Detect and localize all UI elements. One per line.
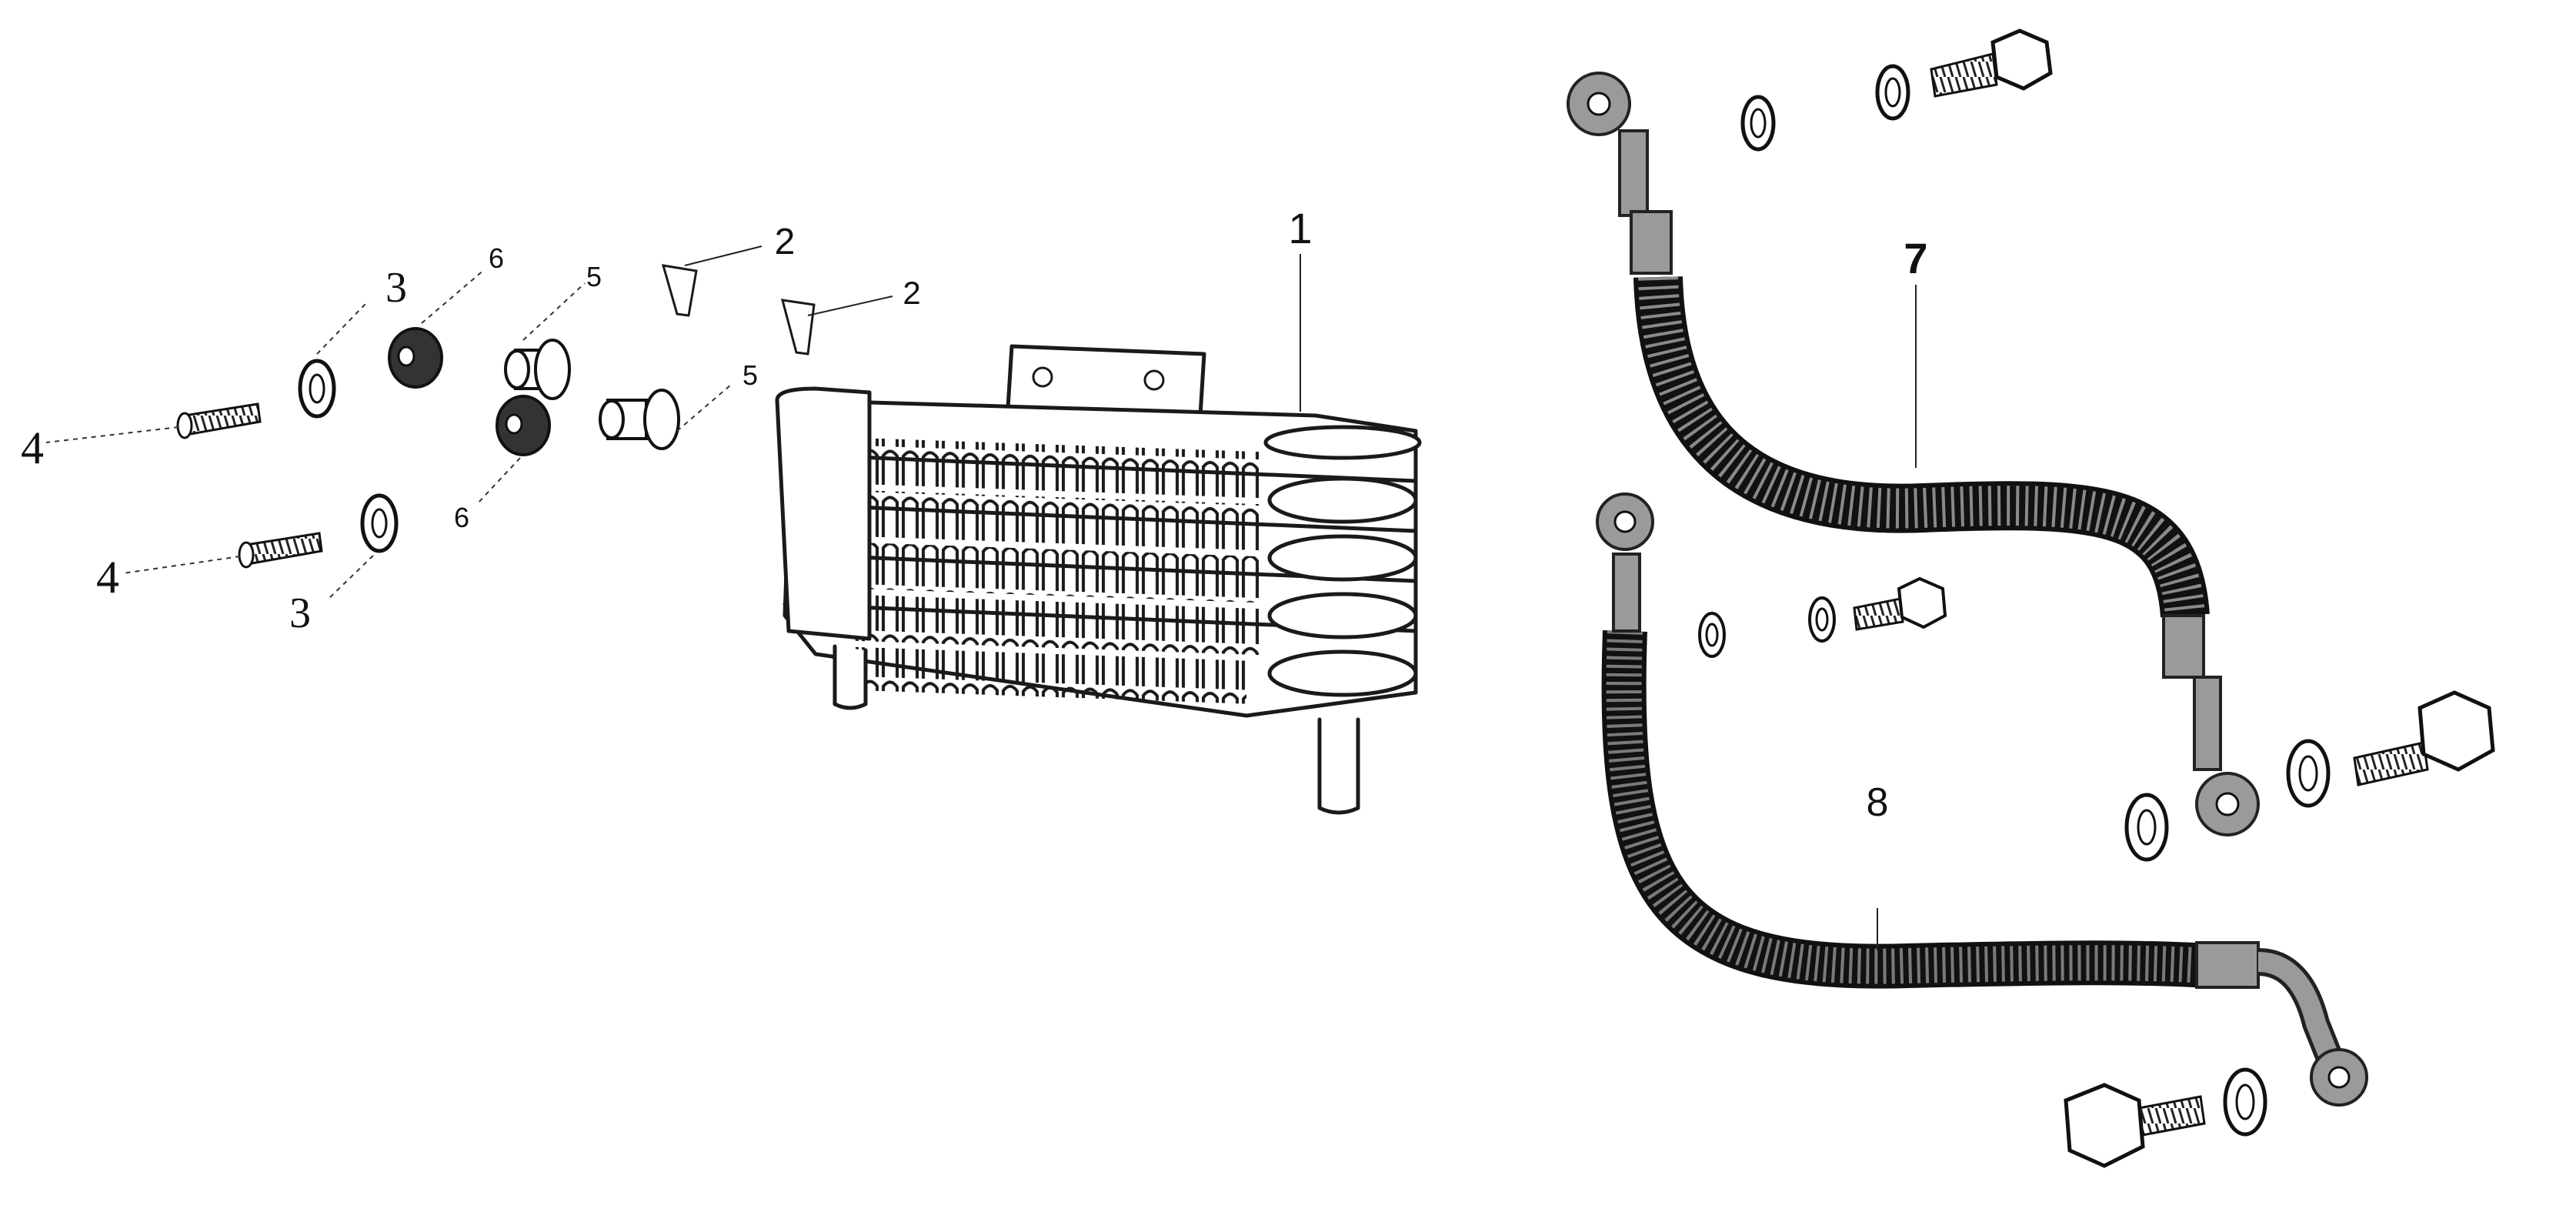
leader-line-2-lower bbox=[807, 295, 893, 316]
callout-3-lower: 3 bbox=[289, 589, 311, 637]
callout-1: 1 bbox=[1288, 204, 1312, 252]
leader-line-6-lower bbox=[476, 457, 521, 505]
washer-middle-1 bbox=[1698, 612, 1726, 658]
banjo-bolt-right bbox=[2353, 690, 2495, 786]
callout-5-upper: 5 bbox=[586, 261, 602, 292]
banjo-bolt-top bbox=[1930, 28, 2053, 98]
bushing-upper bbox=[504, 339, 571, 400]
leader-line-2-upper bbox=[684, 245, 762, 266]
washer-bottom bbox=[2223, 1067, 2267, 1137]
washer-right-2 bbox=[2286, 739, 2331, 808]
leader-line-3-upper bbox=[316, 303, 366, 355]
oil-hose-upper bbox=[1567, 72, 2260, 836]
leader-line-4-upper bbox=[45, 426, 179, 443]
bushing-lower bbox=[599, 389, 680, 450]
callout-6-upper: 6 bbox=[489, 242, 504, 274]
screw-lower bbox=[780, 299, 816, 356]
callout-2-lower: 2 bbox=[903, 275, 920, 311]
leader-line-3-lower bbox=[326, 555, 374, 601]
bolt-lower bbox=[238, 532, 323, 569]
callout-5-lower: 5 bbox=[742, 359, 758, 391]
callout-3-upper: 3 bbox=[385, 264, 407, 312]
washer-middle-2 bbox=[1808, 596, 1836, 643]
washer-right-1 bbox=[2124, 793, 2169, 862]
grommet-lower bbox=[496, 395, 551, 456]
callout-8: 8 bbox=[1867, 780, 1889, 825]
screw-upper bbox=[661, 264, 698, 317]
callout-6-lower: 6 bbox=[454, 502, 469, 533]
oil-hose-lower bbox=[1596, 492, 2368, 1107]
callout-4-lower: 4 bbox=[96, 552, 119, 603]
leader-line-5-upper bbox=[522, 282, 586, 341]
leader-line-6-upper bbox=[421, 269, 486, 324]
oil-cooler-radiator bbox=[775, 344, 1422, 815]
banjo-bolt-bottom bbox=[2064, 1083, 2206, 1168]
callout-7: 7 bbox=[1904, 234, 1927, 282]
banjo-bolt-middle bbox=[1853, 576, 1947, 631]
grommet-upper bbox=[388, 327, 443, 389]
washer-upper bbox=[298, 359, 336, 419]
leader-line-5-lower bbox=[676, 384, 732, 432]
callout-4-upper: 4 bbox=[21, 422, 44, 473]
washer-lower bbox=[360, 493, 399, 553]
washer-top-1 bbox=[1740, 95, 1776, 152]
bolt-upper bbox=[176, 402, 262, 439]
leader-line-4-lower bbox=[122, 556, 241, 574]
washer-top-2 bbox=[1875, 64, 1910, 121]
callout-2-upper: 2 bbox=[775, 222, 796, 262]
